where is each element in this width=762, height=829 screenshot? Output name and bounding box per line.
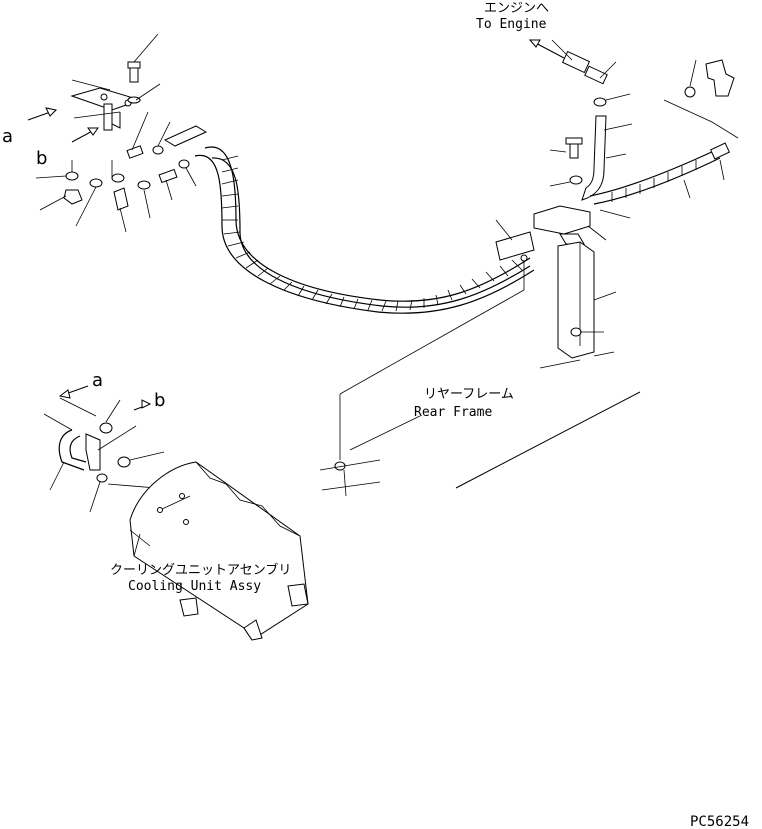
cooling-unit-housing (129, 461, 309, 641)
spiral-wrapped-hose (194, 146, 535, 395)
upper-left-bracket-assembly (27, 33, 208, 233)
rear-frame-label-jp: リヤーフレーム (424, 387, 514, 402)
marker-b-lower: b (154, 390, 165, 411)
to-engine-label-jp: エンジンへ (484, 1, 549, 16)
marker-a-lower: a (92, 370, 103, 391)
engine-side-assembly (528, 39, 739, 245)
rear-frame-label-en: Rear Frame (414, 405, 492, 420)
marker-b-upper: b (36, 148, 47, 169)
rear-frame-clip (319, 394, 421, 497)
rear-frame-post (455, 241, 641, 489)
marker-a-upper: a (2, 126, 13, 147)
drawing-code: PC56254 (690, 814, 749, 829)
to-engine-label-en: To Engine (476, 17, 547, 32)
cooling-unit-label-jp: クーリングユニットアセンブリ (110, 562, 291, 578)
cooling-unit-label-en: Cooling Unit Assy (128, 579, 261, 594)
